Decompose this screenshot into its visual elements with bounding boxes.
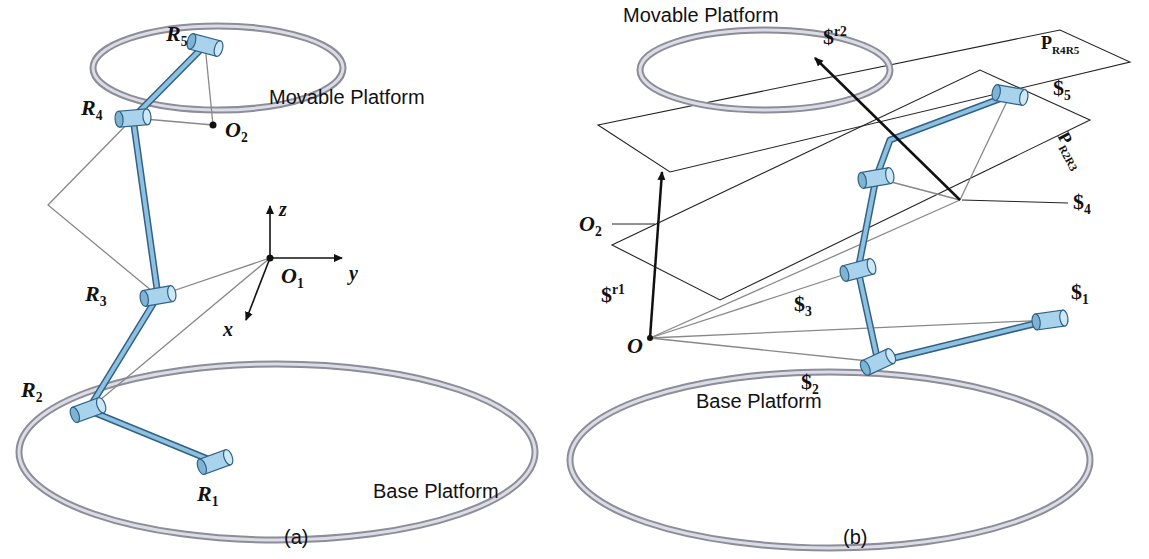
point-name: O1 <box>280 264 305 291</box>
plane-name: PR4R5 <box>1040 34 1080 56</box>
screw-name: $3 <box>793 292 813 319</box>
screw-name: $r1 <box>600 282 626 308</box>
screw-name: $r2 <box>822 24 848 50</box>
point-name: O2 <box>224 118 249 145</box>
platform-name: Movable Platform <box>268 86 426 108</box>
screw-name: $2 <box>800 370 820 397</box>
point-name: O2 <box>578 212 603 239</box>
subfigure-label: (a) <box>283 526 309 548</box>
screw-name: $4 <box>1072 190 1092 217</box>
plane-name: PR2R3 <box>1051 128 1089 174</box>
point-name: O <box>626 334 644 358</box>
screw-name: $1 <box>1070 280 1090 307</box>
joint-name: R5 <box>165 22 189 49</box>
axis-name: y <box>348 262 359 284</box>
axis-name: z <box>278 198 288 220</box>
axis-name: x <box>222 318 234 340</box>
joint-name: R4 <box>80 96 104 123</box>
platform-name: Movable Platform <box>622 4 780 26</box>
platform-name: Base Platform <box>372 480 500 502</box>
joint-name: R1 <box>196 482 220 509</box>
joint-name: R2 <box>20 378 44 405</box>
joint-name: R3 <box>84 282 108 309</box>
subfigure-label: (b) <box>842 526 868 548</box>
screw-name: $5 <box>1052 76 1072 103</box>
